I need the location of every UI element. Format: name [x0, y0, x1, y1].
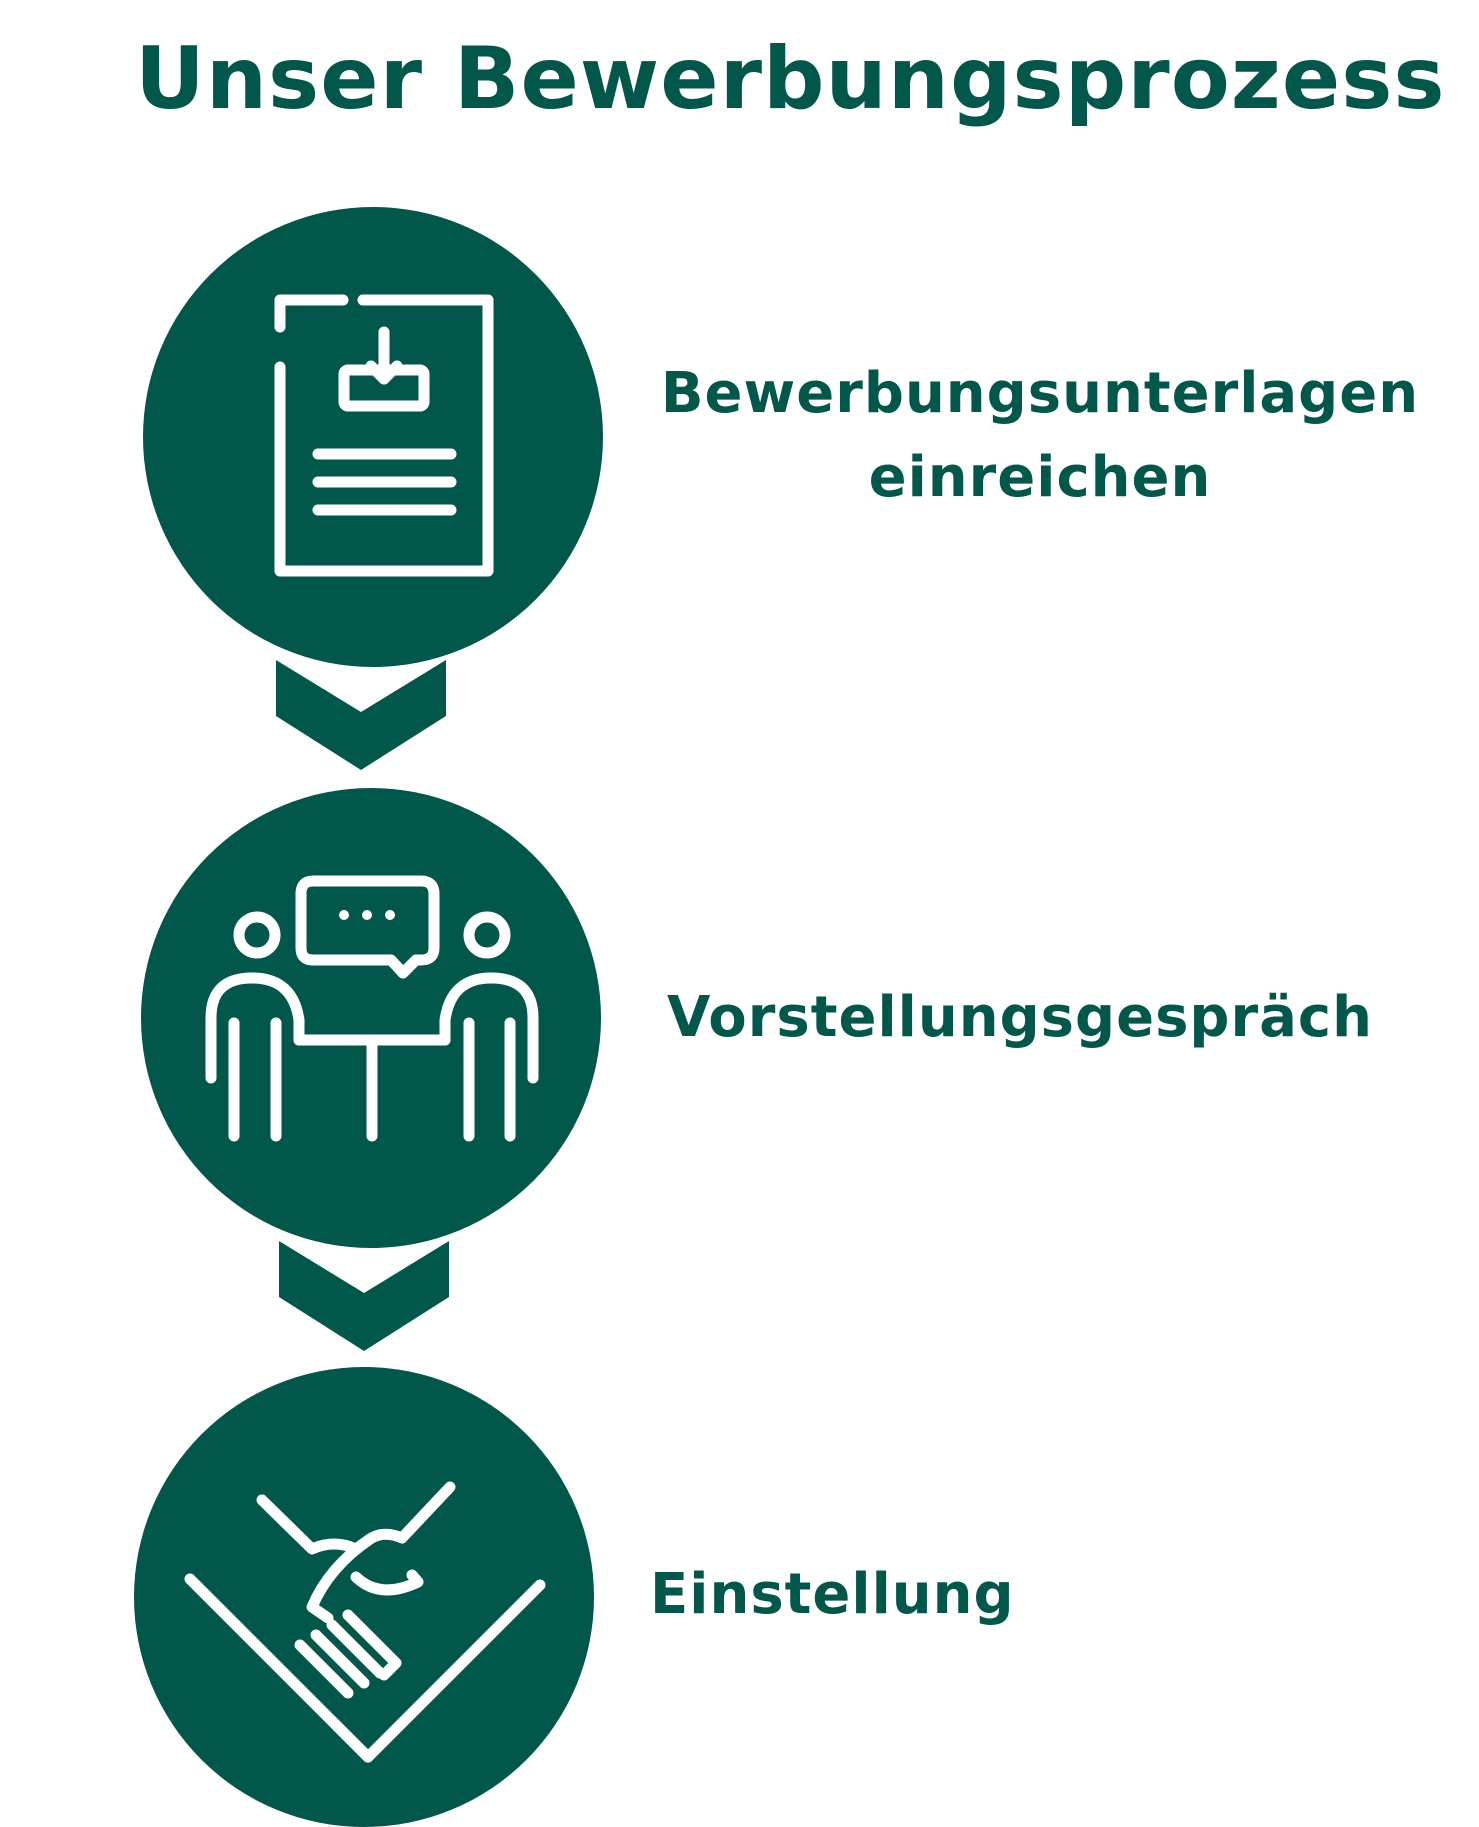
step-2-circle: [141, 788, 601, 1248]
document-download-icon: [274, 294, 494, 577]
step-1-circle: [143, 207, 603, 667]
step-1-label-line-2: einreichen: [868, 445, 1212, 510]
interview-conversation-icon: [205, 875, 539, 1142]
step-arrow-2: [279, 1241, 449, 1353]
page-title: Unser Bewerbungsprozess: [135, 29, 1446, 129]
handshake-icon: [184, 1481, 546, 1763]
step-3-circle: [134, 1367, 594, 1827]
step-1-label-line-1: Bewerbungsunterlagen: [660, 361, 1420, 426]
step-2-label: Vorstellungsgespräch: [667, 985, 1373, 1050]
step-3-label: Einstellung: [650, 1562, 1015, 1627]
step-arrow-1: [276, 660, 446, 772]
step-1-label: Bewerbungsunterlagen einreichen: [640, 352, 1440, 520]
